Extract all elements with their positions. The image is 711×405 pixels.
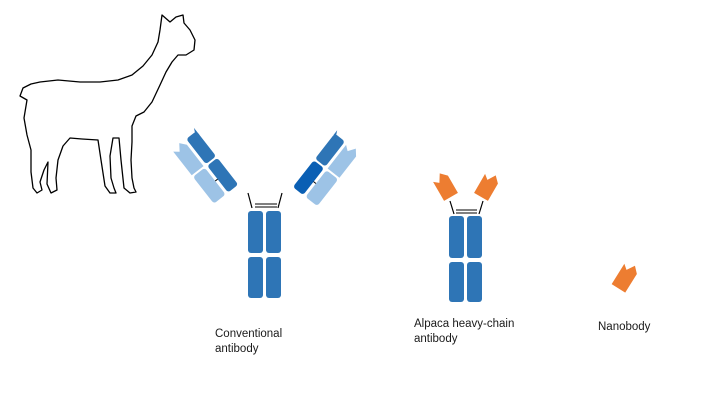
fc-domain xyxy=(266,211,281,253)
hinge-line xyxy=(449,200,455,215)
left-vhh-arm xyxy=(433,173,458,201)
hinge-line xyxy=(277,192,283,209)
label-line: Alpaca heavy-chain xyxy=(414,318,515,330)
fc-domain xyxy=(467,216,482,258)
hinge-line xyxy=(478,200,484,215)
fc-domain xyxy=(248,211,263,253)
conventional-antibody xyxy=(173,127,357,298)
fc-domain xyxy=(266,257,281,298)
hinge-line xyxy=(247,192,253,209)
label-line: antibody xyxy=(215,343,259,355)
label-conventional-antibody: Conventional antibody xyxy=(215,327,282,357)
right-fab-arm xyxy=(294,130,357,205)
fc-domain xyxy=(449,262,464,302)
label-alpaca-heavy-chain-antibody: Alpaca heavy-chain antibody xyxy=(414,317,514,347)
fc-domain xyxy=(449,216,464,258)
alpaca-silhouette-icon xyxy=(19,14,196,194)
fc-domain xyxy=(248,257,263,298)
label-nanobody: Nanobody xyxy=(598,320,650,335)
label-line: antibody xyxy=(414,333,458,345)
label-line: Conventional xyxy=(215,328,283,340)
left-fab-arm xyxy=(173,127,238,203)
fc-domain xyxy=(467,262,482,302)
alpaca-heavy-chain-antibody xyxy=(433,173,498,302)
nanobody-domain xyxy=(611,263,637,293)
right-vhh-arm xyxy=(474,173,498,201)
label-line: Nanobody xyxy=(598,321,651,333)
